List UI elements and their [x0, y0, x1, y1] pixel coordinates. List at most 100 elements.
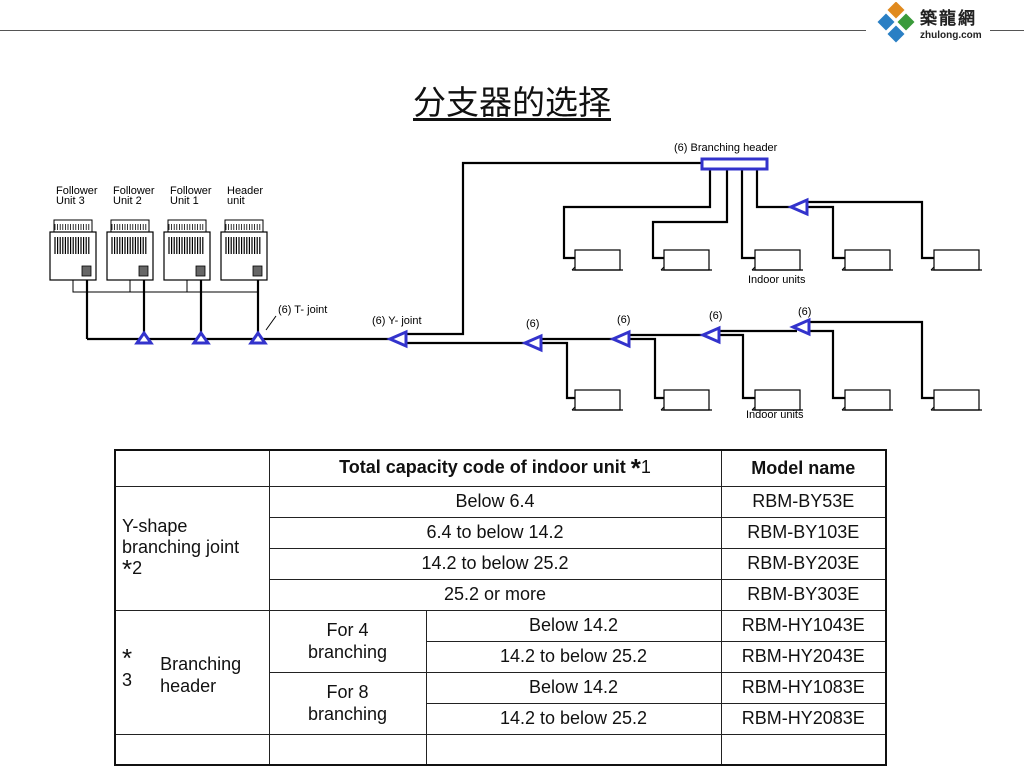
- y-model-2: RBM-BY203E: [720, 547, 887, 580]
- diamond-logo-icon: [877, 1, 915, 43]
- y-group-mark: *: [122, 554, 133, 584]
- indoor-unit-bottom-3: [751, 389, 803, 411]
- table-row: 14.2 to below 25.2 RBM-HY2083E: [115, 702, 887, 735]
- outdoor-label-follower-unit-1-0: Follower: [170, 185, 212, 197]
- label-indoor-units-top: Indoor units: [748, 274, 806, 286]
- outdoor-label-follower-unit-2-0: Follower: [113, 185, 155, 197]
- h-sub-0-line1: For 4: [326, 620, 369, 640]
- indoor-unit-top-5: [930, 249, 982, 271]
- indoor-unit-bottom-1: [571, 389, 623, 411]
- label-six-b: (6): [617, 314, 630, 326]
- indoor-unit-top-4: [841, 249, 893, 271]
- t-joint-3: [248, 330, 268, 345]
- t-joint-1: [134, 330, 154, 345]
- h-sub-0-label: For 4 branching: [268, 609, 427, 673]
- label-y-joint: (6) Y- joint: [372, 315, 422, 327]
- y-joint-d: [789, 317, 811, 337]
- indoor-unit-bottom-2: [660, 389, 712, 411]
- y-joint-c: [699, 325, 721, 345]
- y-joint-a: [521, 333, 543, 353]
- unit-collector-lines: [72, 280, 259, 293]
- h-capacity-1-0: Below 14.2: [425, 671, 722, 704]
- y-capacity-3: 25.2 or more: [268, 578, 722, 611]
- header-blank: [114, 449, 270, 487]
- table-row: 14.2 to below 25.2 RBM-BY203E: [115, 547, 887, 580]
- header-capacity-mark: *: [630, 452, 641, 483]
- y-group-line1: Y-shape: [122, 516, 188, 536]
- h-model-0-1: RBM-HY2043E: [720, 640, 887, 673]
- outdoor-label-follower-unit-3-1: Unit 3: [56, 195, 85, 207]
- y-joint-b: [609, 329, 631, 349]
- y-model-1: RBM-BY103E: [720, 516, 887, 549]
- h-model-0-0: RBM-HY1043E: [720, 609, 887, 642]
- h-sub-1-line1: For 8: [326, 682, 369, 702]
- indoor-units: [571, 249, 982, 411]
- label-t-joint: (6) T- joint: [278, 304, 327, 316]
- logo-site-name: zhulong.com: [920, 30, 982, 41]
- h-capacity-0-1: 14.2 to below 25.2: [425, 640, 722, 673]
- h-sub-0-line2: branching: [307, 642, 388, 662]
- header-model: Model name: [720, 449, 887, 487]
- indoor-unit-top-1: [571, 249, 623, 271]
- header-rule-left: [0, 30, 866, 31]
- outdoor-unit-follower-unit-1: [163, 219, 211, 281]
- h-model-1-0: RBM-HY1083E: [720, 671, 887, 704]
- h-group-line2: header: [160, 676, 217, 696]
- header-rule-right: [990, 30, 1024, 31]
- zhulong-logo: 築龍網 zhulong.com: [876, 1, 996, 46]
- label-six-c: (6): [709, 310, 722, 322]
- label-six-a: (6): [526, 318, 539, 330]
- h-group-line1: Branching: [160, 654, 242, 674]
- y-group-line2: branching joint: [122, 537, 240, 557]
- t-joints: [134, 330, 268, 345]
- h-capacity-0-0: Below 14.2: [425, 609, 722, 642]
- y-joints: [386, 197, 811, 353]
- outdoor-label-header-unit-0: Header: [227, 185, 263, 197]
- header-capacity-text: Total capacity code of indoor unit: [339, 456, 631, 477]
- h-sub-1-line2: branching: [307, 704, 388, 724]
- outdoor-unit-follower-unit-3: [49, 219, 97, 281]
- logo-chinese-name: 築龍網: [920, 9, 977, 29]
- outdoor-unit-follower-unit-2: [106, 219, 154, 281]
- indoor-unit-bottom-5: [930, 389, 982, 411]
- label-six-d: (6): [798, 306, 811, 318]
- indoor-unit-top-2: [660, 249, 712, 271]
- piping-diagram: (6) Branching header (6) T- joint (6) Y-…: [49, 142, 982, 421]
- y-joint-main: [386, 329, 408, 349]
- table-row-partial: [114, 733, 887, 766]
- y-joint-header: [787, 197, 809, 217]
- table-row: For 8 branching Below 14.2 RBM-HY1083E: [115, 671, 887, 735]
- label-branching-header: (6) Branching header: [674, 142, 778, 154]
- header-capacity: Total capacity code of indoor unit *1: [268, 449, 722, 487]
- outdoor-unit-header-unit: [220, 219, 268, 281]
- outdoor-label-follower-unit-1-1: Unit 1: [170, 195, 199, 207]
- indoor-unit-top-3: [751, 249, 803, 271]
- h-group-mark: *: [122, 643, 133, 673]
- outdoor-label-header-unit-1: unit: [227, 195, 245, 207]
- y-capacity-2: 14.2 to below 25.2: [268, 547, 722, 580]
- table-row: 14.2 to below 25.2 RBM-HY2043E: [115, 640, 887, 673]
- h-capacity-1-1: 14.2 to below 25.2: [425, 702, 722, 735]
- y-capacity-1: 6.4 to below 14.2: [268, 516, 722, 549]
- label-indoor-units-bottom: Indoor units: [746, 409, 804, 421]
- pipe-network: [85, 161, 934, 400]
- branch-selection-table: Total capacity code of indoor unit *1 Mo…: [114, 449, 887, 766]
- table-header-row: Total capacity code of indoor unit *1 Mo…: [114, 449, 887, 487]
- h-model-1-1: RBM-HY2083E: [720, 702, 887, 735]
- y-model-3: RBM-BY303E: [720, 578, 887, 611]
- y-model-0: RBM-BY53E: [720, 485, 887, 518]
- header-capacity-note: 1: [640, 456, 651, 477]
- outdoor-units: [49, 219, 268, 281]
- outdoor-label-follower-unit-3-0: Follower: [56, 185, 98, 197]
- y-group-note: 2: [132, 558, 143, 578]
- y-group-label: Y-shape branching joint *2: [114, 485, 270, 611]
- page-title: 分支器的选择: [413, 83, 611, 122]
- h-sub-1-label: For 8 branching: [268, 671, 427, 735]
- indoor-unit-bottom-4: [841, 389, 893, 411]
- outdoor-label-follower-unit-2-1: Unit 2: [113, 195, 142, 207]
- y-capacity-0: Below 6.4: [268, 485, 722, 518]
- table-row: Y-shape branching joint *2 Below 6.4 RBM…: [114, 485, 887, 611]
